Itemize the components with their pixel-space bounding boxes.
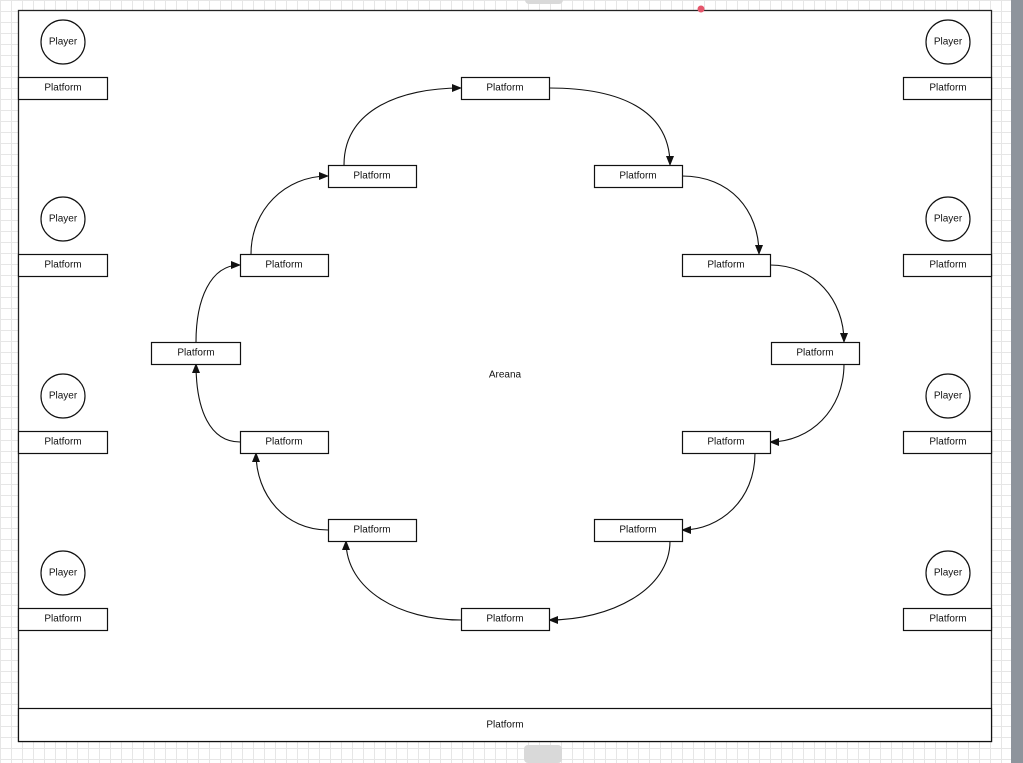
platform-left-4[interactable]: Platform [17,607,109,632]
arrow-connector[interactable] [681,175,763,255]
label: Player [934,37,963,48]
ring-platform-3[interactable]: Platform [681,253,772,278]
label: Platform [44,614,81,625]
ring-platform-11[interactable]: Platform [239,253,330,278]
label: Platform [707,260,744,271]
label: Platform [486,720,523,731]
arena-label: Areana [489,370,522,381]
label: Platform [929,83,966,94]
label: Platform [619,525,656,536]
label: Platform [707,437,744,448]
arrow-connector[interactable] [342,540,462,621]
arrow-connector[interactable] [681,452,756,534]
label: Platform [265,260,302,271]
label: Platform [796,348,833,359]
arrow-connector[interactable] [548,540,671,624]
selection-point[interactable] [697,5,705,13]
arrow-connector[interactable] [250,172,329,255]
label: Platform [177,348,214,359]
label: Platform [44,83,81,94]
arrow-connector[interactable] [195,261,241,343]
ring-platform-6[interactable]: Platform [593,518,684,543]
platform-left-2[interactable]: Platform [17,253,109,278]
ring-platform-10[interactable]: Platform [150,341,242,366]
player-right-1[interactable]: Player [925,19,971,65]
player-right-4[interactable]: Player [925,550,971,596]
platform-right-1[interactable]: Platform [902,76,993,101]
label: Player [934,214,963,225]
label: Player [49,214,78,225]
label: Platform [929,614,966,625]
ring-platform-1[interactable]: Platform [460,76,551,101]
ring-platform-8[interactable]: Platform [327,518,418,543]
label: Player [934,568,963,579]
ring-arrows [192,84,848,624]
label: Platform [486,83,523,94]
label: Player [934,391,963,402]
ring-platform-9[interactable]: Platform [239,430,330,455]
player-left-1[interactable]: Player [40,19,86,65]
label: Platform [265,437,302,448]
label: Platform [486,614,523,625]
label: Platform [353,171,390,182]
label: Platform [619,171,656,182]
bottom-platform[interactable]: Platform [17,707,993,743]
arena-container[interactable]: Areana [17,9,993,743]
arrow-connector[interactable] [343,84,462,166]
platform-right-4[interactable]: Platform [902,607,993,632]
label: Platform [44,260,81,271]
arrow-connector[interactable] [769,363,845,446]
arrow-connector[interactable] [252,452,329,531]
platform-right-2[interactable]: Platform [902,253,993,278]
platform-left-1[interactable]: Platform [17,76,109,101]
label: Platform [353,525,390,536]
arrow-connector[interactable] [769,264,848,343]
vertical-scrollbar[interactable] [1011,0,1023,763]
player-left-4[interactable]: Player [40,550,86,596]
player-left-3[interactable]: Player [40,373,86,419]
top-collapse-handle[interactable] [525,0,563,4]
arrow-connector[interactable] [548,87,674,166]
player-right-2[interactable]: Player [925,196,971,242]
player-right-3[interactable]: Player [925,373,971,419]
label: Platform [929,260,966,271]
ring-platform-4[interactable]: Platform [770,341,861,366]
ring-platform-2[interactable]: Platform [593,164,684,189]
ring-platform-12[interactable]: Platform [327,164,418,189]
player-left-2[interactable]: Player [40,196,86,242]
platform-left-3[interactable]: Platform [17,430,109,455]
arrow-connector[interactable] [192,363,241,443]
label: Platform [44,437,81,448]
label: Platform [929,437,966,448]
platform-right-3[interactable]: Platform [902,430,993,455]
ring-platform-5[interactable]: Platform [681,430,772,455]
label: Player [49,568,78,579]
label: Player [49,37,78,48]
label: Player [49,391,78,402]
ring-platform-7[interactable]: Platform [460,607,551,632]
bottom-expand-handle[interactable] [524,745,562,763]
